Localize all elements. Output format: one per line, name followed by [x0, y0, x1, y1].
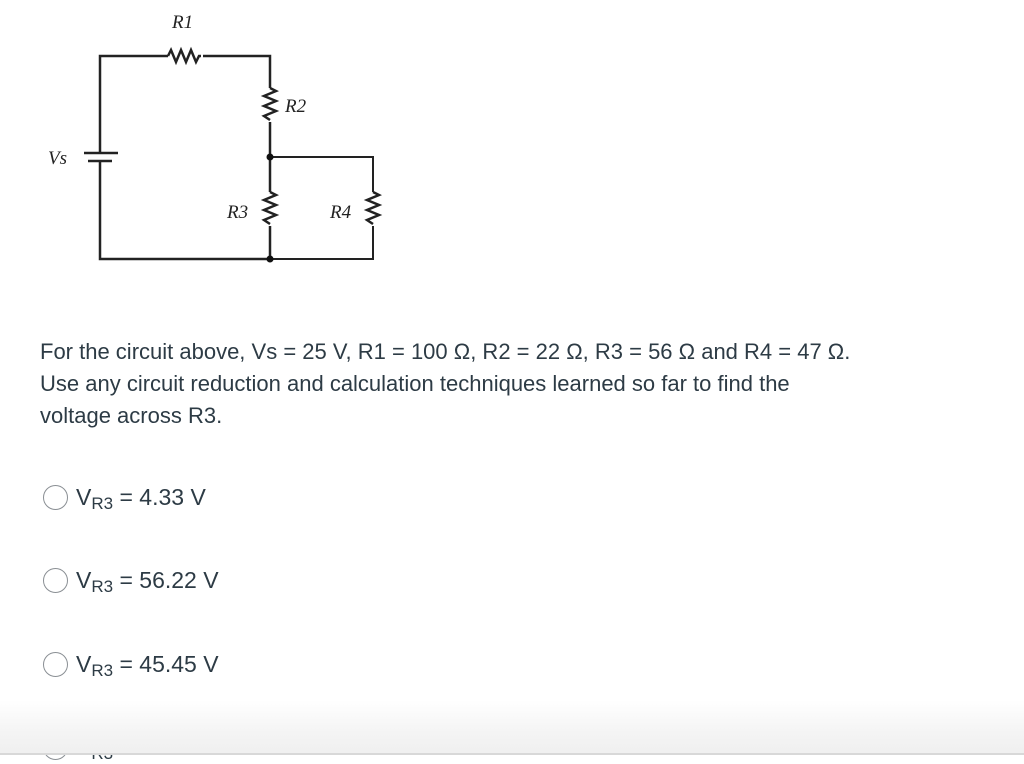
- resistor-r1: [166, 46, 201, 66]
- circuit-diagram: R1 R2 R3 R4 Vs: [48, 12, 383, 263]
- junction-bottom: [266, 255, 274, 263]
- junction-top: [266, 153, 274, 161]
- option-variable: V: [76, 734, 92, 760]
- option-value: = 4.33 V: [113, 484, 206, 510]
- wire-right: [270, 156, 374, 260]
- option-subscript: R3: [91, 660, 114, 680]
- radio-button[interactable]: [43, 485, 68, 510]
- option-subscript: R3: [91, 576, 114, 596]
- option-subscript: R3: [91, 493, 114, 513]
- question-text: For the circuit above, Vs = 25 V, R1 = 1…: [40, 336, 1020, 432]
- label-vs: Vs: [48, 148, 67, 169]
- wire-left: [98, 54, 272, 261]
- option-variable: V: [76, 567, 92, 593]
- resistor-r4: [363, 190, 383, 226]
- label-r1: R1: [171, 12, 193, 33]
- option-value: = 56.22 V: [113, 567, 219, 593]
- option-variable: V: [76, 484, 92, 510]
- radio-button[interactable]: [43, 568, 68, 593]
- option-value: = 22.07 V: [113, 734, 225, 760]
- label-r4: R4: [329, 202, 352, 223]
- option-value: = 45.45 V: [113, 651, 219, 677]
- battery: [84, 150, 118, 163]
- label-r2: R2: [284, 96, 307, 117]
- label-r3: R3: [226, 202, 248, 223]
- bottom-divider: [0, 753, 1024, 755]
- radio-button[interactable]: [43, 652, 68, 677]
- option-variable: V: [76, 651, 92, 677]
- radio-button[interactable]: [43, 735, 68, 760]
- resistor-r3: [260, 190, 280, 226]
- resistor-r2: [260, 86, 280, 122]
- question-line: voltage across R3.: [40, 403, 223, 428]
- question-line: Use any circuit reduction and calculatio…: [40, 371, 790, 396]
- question-line: For the circuit above, Vs = 25 V, R1 = 1…: [40, 339, 851, 364]
